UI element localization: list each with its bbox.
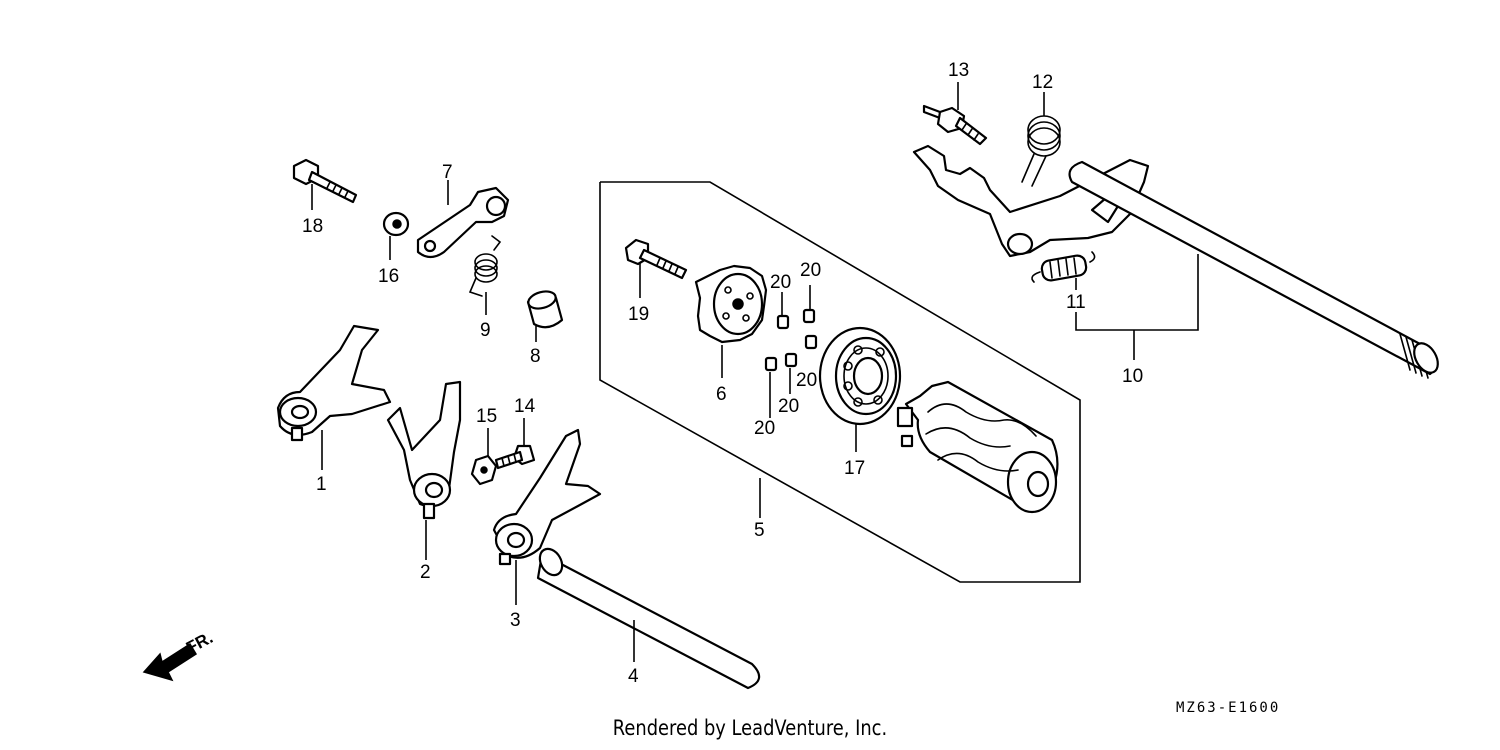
- callout-13: 13: [948, 60, 969, 81]
- part-12-return-spring[interactable]: [1021, 115, 1061, 187]
- part-14-bolt[interactable]: [494, 444, 536, 470]
- part-4-fork-shaft[interactable]: [535, 545, 761, 690]
- callout-5: 5: [754, 520, 765, 541]
- callout-20-b: 20: [800, 260, 821, 281]
- part-3-shift-fork[interactable]: [492, 428, 602, 566]
- part-11-spring[interactable]: [1031, 251, 1096, 283]
- callout-17: 17: [844, 458, 865, 479]
- part-6-drum-center[interactable]: [694, 264, 768, 344]
- callout-3: 3: [510, 610, 521, 631]
- diagram-code: MZ63-E1600: [1176, 700, 1280, 716]
- part-1-shift-fork[interactable]: [276, 324, 392, 442]
- part-20-pin-d[interactable]: [784, 352, 798, 368]
- front-direction-arrow-icon: [142, 642, 198, 682]
- callout-7: 7: [442, 162, 453, 183]
- footer-credit: Rendered by LeadVenture, Inc.: [612, 716, 888, 740]
- callout-10: 10: [1122, 366, 1143, 387]
- part-17-bearing[interactable]: [818, 326, 902, 426]
- part-13-bolt[interactable]: [922, 104, 988, 146]
- callout-18: 18: [302, 216, 323, 237]
- callout-6: 6: [716, 384, 727, 405]
- callout-19: 19: [628, 304, 649, 325]
- part-7-stopper-arm[interactable]: [416, 186, 510, 259]
- assembly-5-boundary: [599, 181, 1081, 583]
- callout-20-d: 20: [778, 396, 799, 417]
- callout-9: 9: [480, 320, 491, 341]
- callout-20-e: 20: [754, 418, 775, 439]
- part-15-nut[interactable]: [470, 454, 498, 486]
- callout-8: 8: [530, 346, 541, 367]
- callout-14: 14: [514, 396, 536, 417]
- callout-16: 16: [378, 266, 399, 287]
- part-9-spring[interactable]: [468, 235, 502, 297]
- callout-12: 12: [1032, 72, 1053, 93]
- callout-4: 4: [628, 666, 639, 687]
- callout-20-c: 20: [796, 370, 817, 391]
- part-20-pin-a[interactable]: [776, 314, 790, 330]
- part-18-bolt[interactable]: [292, 158, 358, 204]
- callout-15: 15: [476, 406, 497, 427]
- callout-11: 11: [1066, 292, 1086, 313]
- part-2-shift-fork[interactable]: [386, 380, 462, 520]
- part-19-bolt[interactable]: [624, 238, 688, 280]
- part-5-shift-drum[interactable]: [896, 380, 1059, 514]
- part-10-gearshift-spindle[interactable]: [912, 144, 1443, 379]
- part-8-collar[interactable]: [526, 289, 564, 329]
- part-20-pin-c[interactable]: [804, 334, 818, 350]
- callout-2: 2: [420, 562, 431, 583]
- callout-20-a: 20: [770, 272, 791, 293]
- callout-1: 1: [316, 474, 327, 495]
- part-16-washer[interactable]: [382, 211, 410, 237]
- part-20-pin-b[interactable]: [802, 308, 816, 324]
- part-20-pin-e[interactable]: [764, 356, 778, 372]
